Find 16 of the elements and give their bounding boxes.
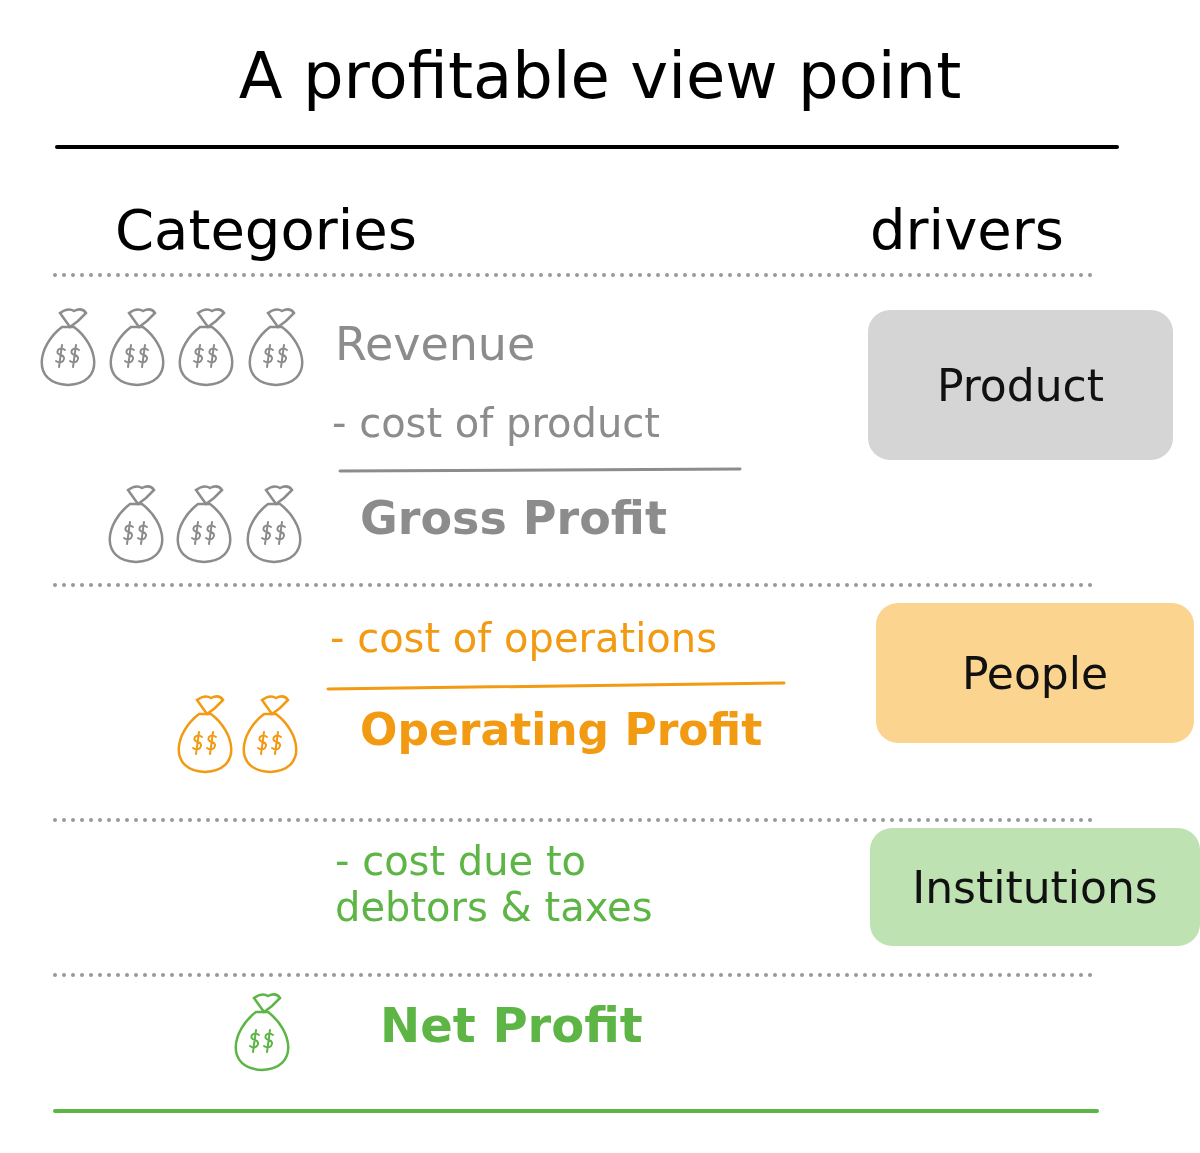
revenue-text: Revenue (335, 318, 536, 371)
highlight-patch (868, 310, 1173, 460)
profit-text: Net Profit (380, 998, 643, 1054)
column-heading: drivers (870, 198, 1064, 263)
driver-text: People (961, 647, 1109, 699)
profit-text: Gross Profit (360, 492, 667, 545)
cost-text: - cost of operations (330, 615, 717, 661)
cost-text: - cost due to debtors & taxes (335, 838, 654, 930)
driver-text: Institutions (912, 861, 1158, 913)
driver-text: Product (936, 359, 1105, 411)
highlight-patch (876, 603, 1194, 743)
profit-text: Operating Profit (360, 705, 763, 756)
column-heading: Categories (115, 198, 417, 263)
highlight-patch (870, 828, 1200, 946)
title: A profitable view point (237, 40, 963, 114)
cost-text: - cost of product (332, 400, 660, 446)
